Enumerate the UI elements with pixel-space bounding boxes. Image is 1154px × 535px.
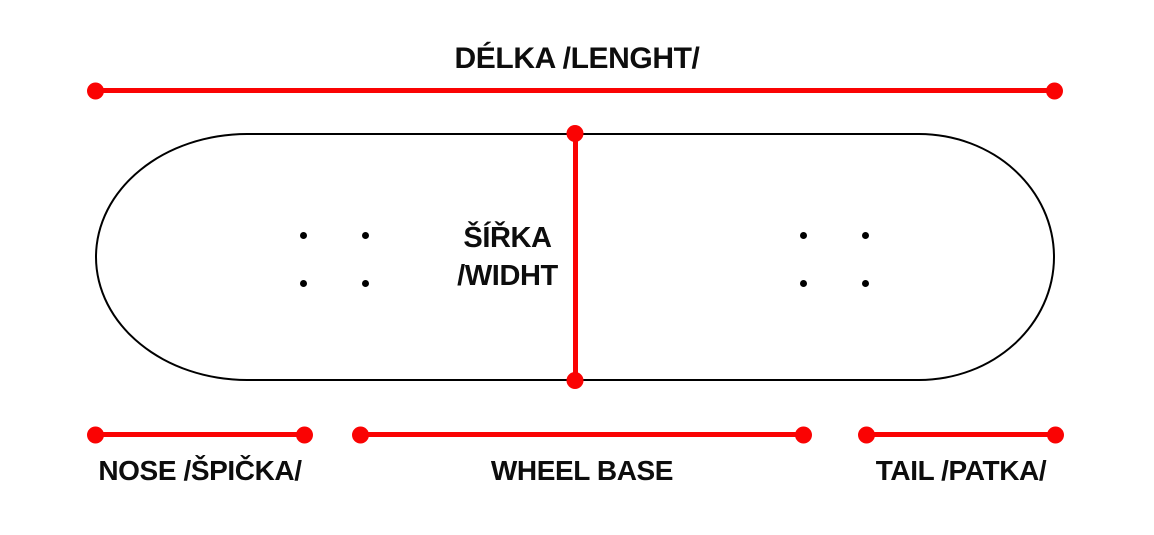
tail-measure-line [858, 426, 1064, 443]
measure-endpoint-dot [858, 426, 875, 443]
measure-endpoint-dot [566, 372, 584, 389]
truck-hole [799, 279, 807, 287]
width-label: ŠÍŘKA /WIDHT [420, 219, 595, 295]
nose-label: NOSE /ŠPIČKA/ [98, 455, 302, 486]
truck-hole [361, 231, 369, 239]
width-label-line1: ŠÍŘKA [463, 222, 552, 254]
measure-endpoint-dot [352, 426, 369, 443]
measure-endpoint-dot [296, 426, 313, 443]
length-label: DÉLKA /LENGHT/ [454, 42, 700, 75]
truck-hole [299, 279, 307, 287]
measure-endpoint-dot [566, 125, 584, 142]
truck-hole [299, 231, 307, 239]
truck-hole [799, 231, 807, 239]
measure-endpoint-dot [87, 426, 104, 443]
truck-hole [861, 231, 869, 239]
measure-endpoint-dot [87, 82, 104, 99]
truck-hole [861, 279, 869, 287]
truck-hole [361, 279, 369, 287]
wheelbase-label: WHEEL BASE [490, 455, 674, 486]
wheelbase-measure-line [352, 426, 812, 443]
measure-endpoint-dot [1046, 82, 1063, 99]
length-measure-line [87, 82, 1063, 99]
tail-label: TAIL /PATKA/ [875, 455, 1047, 486]
measure-endpoint-dot [795, 426, 812, 443]
width-measure-line [566, 125, 584, 389]
nose-measure-line [87, 426, 313, 443]
measure-endpoint-dot [1047, 426, 1064, 443]
width-label-line2: /WIDHT [457, 260, 558, 292]
